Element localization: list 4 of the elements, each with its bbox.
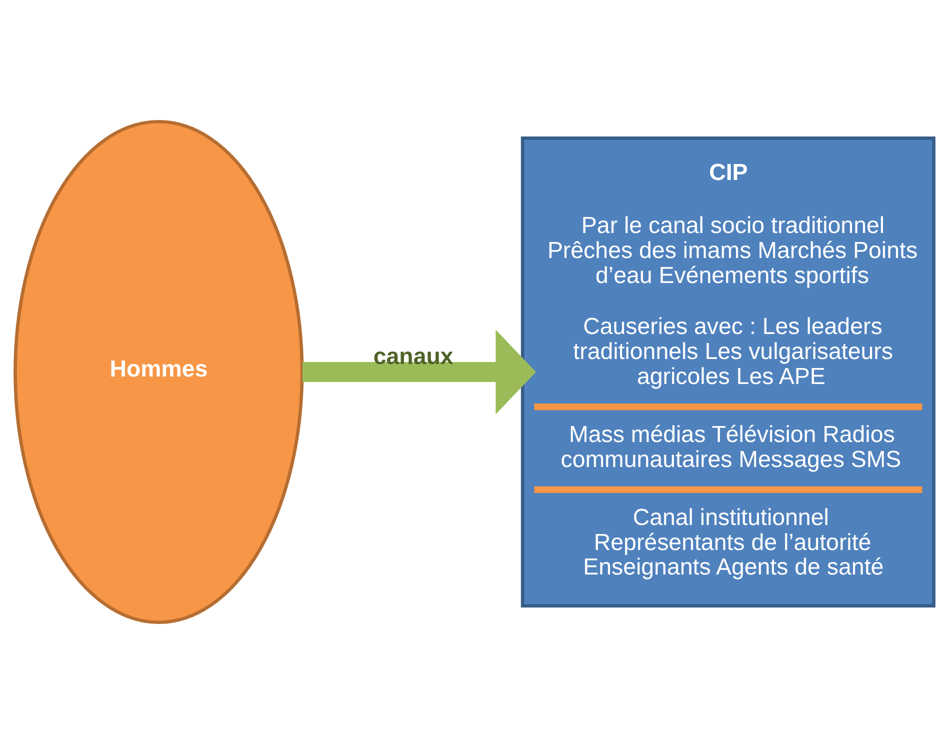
edge-label: canaux	[373, 342, 454, 369]
arrow	[302, 329, 536, 414]
node-box: CIP Par le canal socio traditionnel Prêches des imams Marchés Points d’eau Evénements sportifs Causeries avec : Les leaders traditionnels Les vulgarisateurs agricoles Les APE Mass médias Télévision Radios communautaires Messages SMS Canal institutionnel Représentants de l’autorité Enseignants Agents de santé	[520, 136, 936, 607]
node-ellipse: Hommes	[14, 119, 304, 624]
